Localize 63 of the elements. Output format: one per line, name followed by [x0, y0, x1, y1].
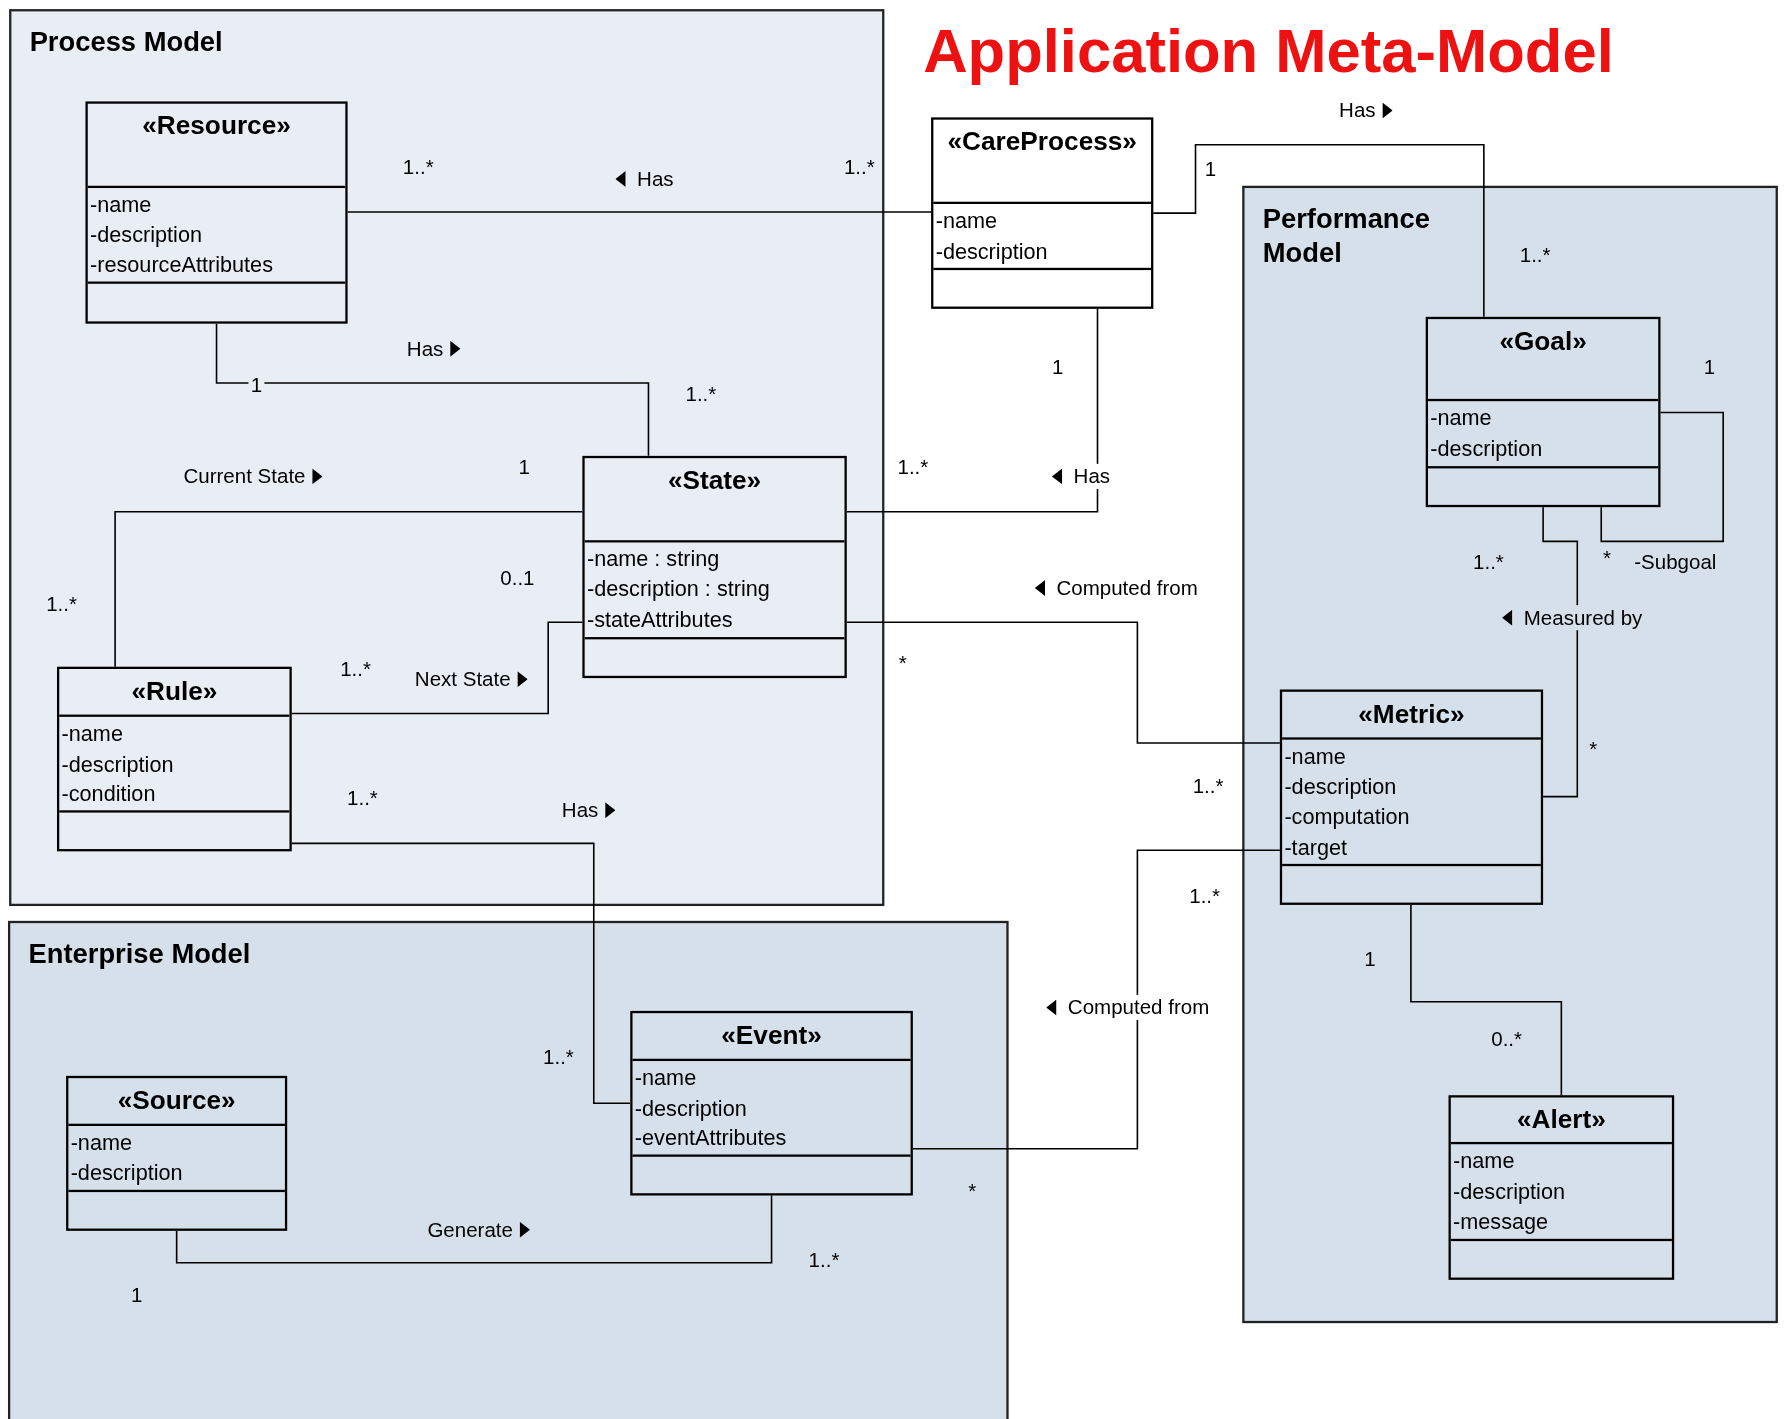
association-line [1542, 506, 1579, 798]
association-line [290, 621, 584, 715]
association-line [912, 849, 1281, 1150]
class-box [1279, 689, 1544, 905]
attribute-text: -name [633, 1064, 697, 1092]
class-box [582, 455, 847, 679]
class-name: «Source» [117, 1084, 236, 1116]
association-line [290, 842, 632, 1104]
association-line [346, 211, 932, 213]
class-name: «State» [667, 465, 762, 496]
attribute-text: -eventAttributes [633, 1125, 787, 1152]
class-name: «Resource» [142, 110, 291, 142]
attribute-text: -description [1429, 435, 1543, 463]
association-line [215, 322, 650, 457]
attribute-text: -description [1452, 1178, 1565, 1206]
panel-title: Performance Model [1262, 201, 1431, 270]
attribute-text: -name [89, 191, 152, 218]
attribute-text: -name [934, 207, 998, 235]
class-name: «Event» [721, 1020, 822, 1051]
attribute-text: -name [1283, 743, 1346, 771]
association-line [1410, 904, 1563, 1096]
association-line [845, 308, 1099, 513]
class-box [85, 101, 348, 324]
attribute-text: -name [1452, 1147, 1515, 1175]
attribute-text: -description [1283, 773, 1397, 801]
attribute-text: -name [69, 1129, 133, 1157]
diagram-title: Application Meta-Model [923, 14, 1614, 87]
attribute-text: -description [934, 238, 1048, 266]
class-name: «Rule» [131, 675, 218, 707]
attribute-text: -condition [60, 780, 156, 808]
package-panel [1242, 185, 1778, 1324]
class-box [66, 1075, 288, 1231]
attribute-text: -description [633, 1094, 747, 1123]
attribute-text: -name [60, 720, 123, 748]
class-name: «Metric» [1358, 698, 1465, 730]
package-panel [9, 9, 885, 907]
attribute-text: -message [1452, 1208, 1549, 1236]
attribute-text: -name : string [585, 545, 720, 573]
attribute-text: -computation [1283, 803, 1410, 831]
package-panel [8, 920, 1009, 1419]
attribute-text: -description [60, 750, 174, 779]
attribute-text: -resourceAttributes [89, 251, 273, 279]
association-line [175, 1194, 773, 1264]
class-name: «Goal» [1499, 325, 1587, 357]
attribute-text: -description : string [585, 575, 770, 603]
class-box [1425, 316, 1661, 508]
attribute-text: -stateAttributes [585, 605, 733, 633]
panel-title: Process Model [29, 25, 224, 59]
class-box [931, 117, 1154, 309]
class-box [57, 666, 292, 852]
attribute-text: -target [1283, 834, 1347, 862]
association-line [1152, 143, 1485, 318]
attribute-text: -description [69, 1159, 183, 1187]
association-line [1600, 411, 1724, 543]
class-name: «Alert» [1516, 1104, 1606, 1136]
attribute-text: -description [89, 221, 202, 249]
panel-title: Enterprise Model [28, 936, 252, 971]
association-line [114, 510, 584, 668]
attribute-text: -name [1429, 405, 1492, 432]
association-line [845, 621, 1281, 744]
class-box [630, 1010, 913, 1196]
class-name: «CareProcess» [947, 126, 1137, 158]
class-box [1448, 1095, 1675, 1280]
